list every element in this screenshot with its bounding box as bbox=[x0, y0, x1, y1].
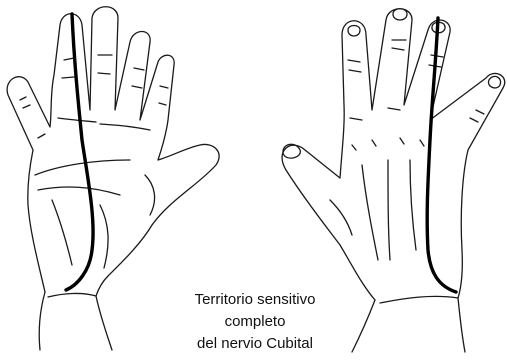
right-wrist-crease bbox=[380, 296, 458, 303]
left-palm-lines bbox=[35, 160, 155, 268]
left-finger-creases bbox=[20, 55, 168, 138]
left-hand-outline bbox=[7, 7, 219, 296]
right-hand-outline bbox=[282, 9, 505, 300]
left-nerve-line bbox=[66, 14, 93, 290]
right-nerve-line bbox=[427, 18, 456, 292]
caption-line-2: completo bbox=[150, 311, 360, 333]
caption-line-1: Territorio sensitivo bbox=[150, 289, 360, 311]
caption: Territorio sensitivo completo del nervio… bbox=[150, 289, 360, 355]
left-wrist bbox=[39, 292, 112, 350]
right-tendons bbox=[330, 160, 416, 260]
left-wrist-crease bbox=[48, 293, 96, 297]
right-wrist bbox=[352, 298, 465, 352]
caption-line-3: del nervio Cubital bbox=[150, 333, 360, 355]
right-nails bbox=[283, 9, 501, 158]
